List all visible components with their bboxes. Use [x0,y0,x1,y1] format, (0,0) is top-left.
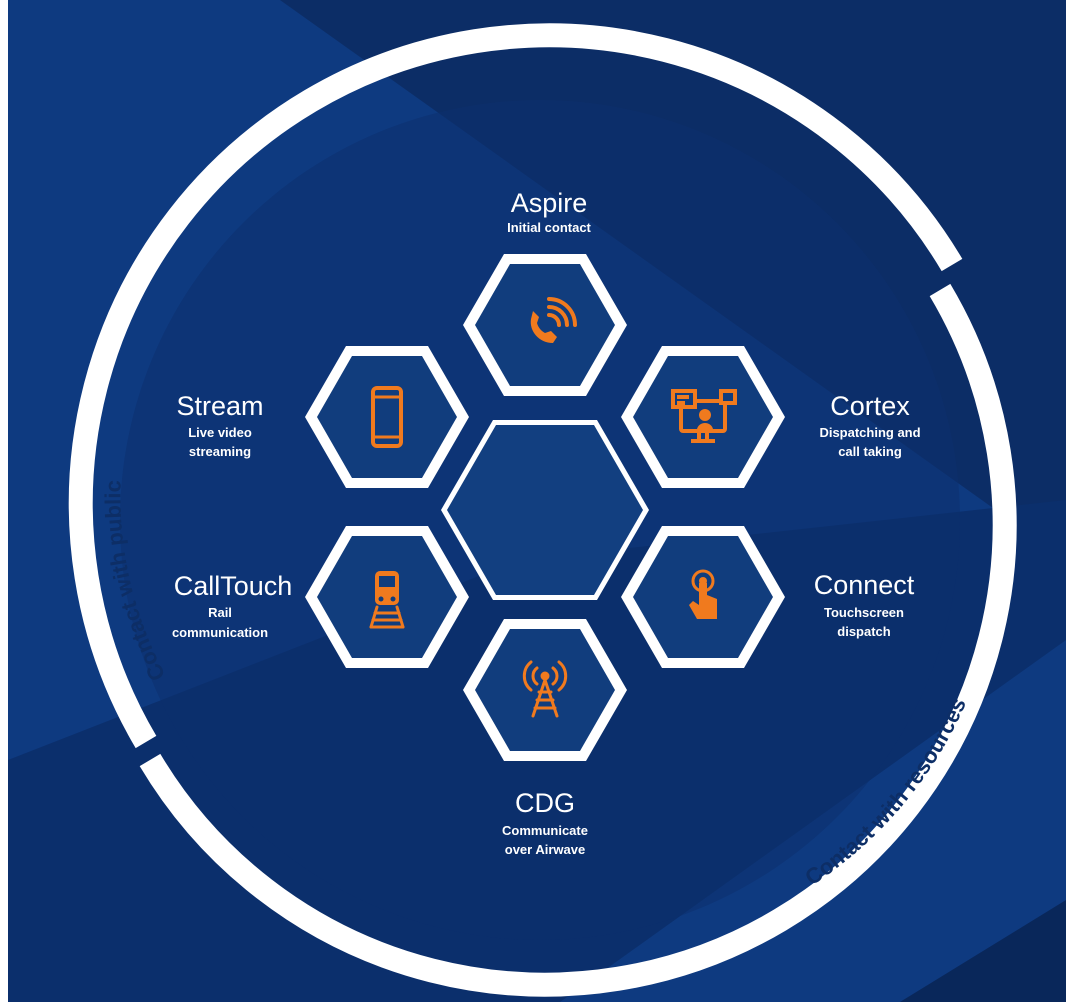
hex-cdg [463,619,627,761]
ring-arc-upper [68,23,963,749]
product-connect: Connect Touchscreen dispatch [621,526,915,668]
hex-cortex [621,346,785,488]
hex-connect [621,526,785,668]
center-hexagon [441,420,649,600]
cdg-subtitle-line-1: Communicate [502,823,588,838]
aspire-subtitle: Initial contact [507,220,591,235]
train-icon [369,571,405,629]
hex-stream [305,346,469,488]
product-cdg: CDG Communicate over Airwave [463,619,627,857]
background-corner [900,900,1066,1002]
cdg-title: CDG [515,788,575,818]
product-cortex: Cortex Dispatching and call taking [621,346,921,488]
product-aspire: Aspire Initial contact [463,188,627,396]
cortex-subtitle-line-1: Dispatching and [819,425,920,440]
smartphone-icon [371,386,403,448]
phone-call-icon [530,297,577,343]
product-stream: Stream Live video streaming [176,346,469,488]
stream-subtitle-line-1: Live video [188,425,252,440]
aspire-title: Aspire [511,188,588,218]
dispatch-monitor-icon [671,389,737,443]
connect-subtitle-line-1: Touchscreen [824,605,904,620]
hex-aspire [463,254,627,396]
radio-tower-icon [522,660,568,718]
calltouch-title: CallTouch [174,571,293,601]
outer-ring [68,23,1017,997]
calltouch-subtitle-line-2: communication [172,625,268,640]
hex-calltouch [305,526,469,668]
ring-arc-lower [139,283,1017,997]
cortex-subtitle-line-2: call taking [838,444,902,459]
cdg-subtitle-line-2: over Airwave [505,842,585,857]
calltouch-subtitle-line-1: Rail [208,605,232,620]
stream-title: Stream [176,391,263,421]
touch-hand-icon [689,569,717,619]
stream-subtitle-line-2: streaming [189,444,251,459]
connect-title: Connect [814,570,915,600]
product-calltouch: CallTouch Rail communication [172,526,469,668]
connect-subtitle-line-2: dispatch [837,624,891,639]
cortex-title: Cortex [830,391,910,421]
